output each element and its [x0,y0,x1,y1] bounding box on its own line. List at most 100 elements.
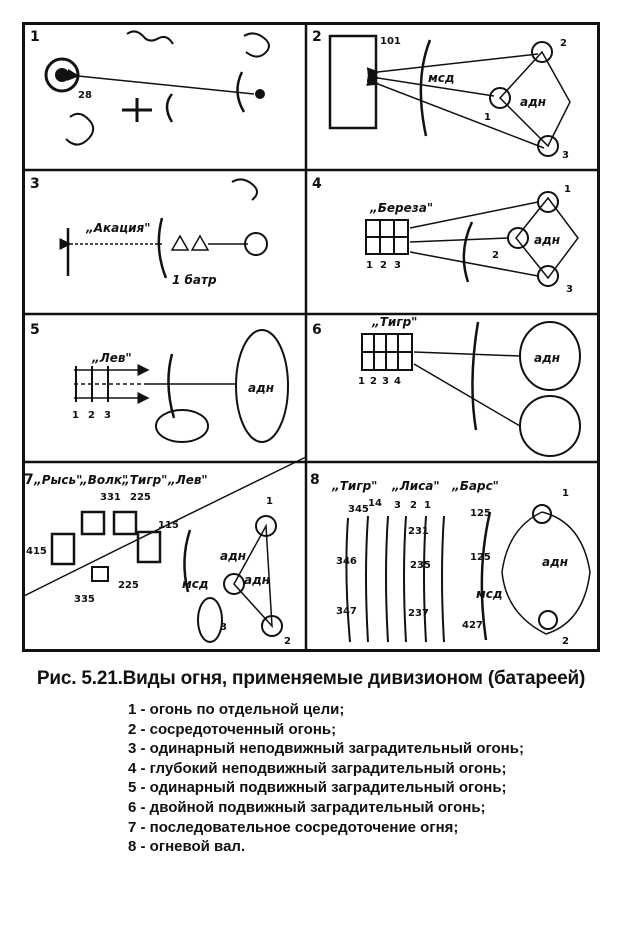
fire-line [366,53,539,80]
panel-5: 5 „Лев" 1 2 3 адн [30,322,289,443]
battery-icon [537,265,559,287]
panel-number: 1 [30,29,40,45]
battery-number: 2 [560,38,567,49]
line-number: 235 [410,560,431,571]
panel-7: 7 „Рысь" „Волк" „Тигр" „Лев" 331 225 115… [22,456,307,647]
line-number: 427 [462,620,483,631]
panel-number: 8 [310,472,320,488]
barrage-label: „Лев" [91,351,132,365]
battery-number: 2 [562,636,569,647]
legend-item: 1 - огонь по отдельной цели; [128,701,345,718]
target-label: „Тигр" [121,473,167,487]
fire-line [66,68,255,95]
panel-number: 6 [312,322,322,338]
battery-number: 3 [566,284,573,295]
line-number: 4 [394,376,401,387]
target-area [50,532,76,566]
battery-icon [170,234,190,251]
line-number: 2 [380,260,387,271]
panel-grid [22,22,600,652]
line-number: 347 [336,606,357,617]
target-area [91,566,109,582]
battery-icon [261,615,283,637]
battery-number: 3 [562,150,569,161]
battery-number: 1 [564,184,571,195]
target-number: 415 [26,546,47,557]
barrage-label: „Береза" [369,201,433,215]
target-label: „Волк" [79,473,128,487]
panel-8: 8 „Тигр" „Лиса" „Барс" 345 14 3 2 1 125 … [310,472,591,647]
terrain-contour [65,112,95,146]
battalion-area [515,196,579,280]
front-line [157,217,168,279]
panel-3: 3 „Акация" 1 батр [30,176,268,287]
target-area [112,510,138,536]
line-number: 14 [368,498,382,509]
line-number: 3 [394,260,401,271]
line-number: 1 [424,500,431,511]
battery-number: 1 [266,496,273,507]
line-number: 3 [104,410,111,421]
target-number: 225 [118,580,139,591]
line-number: 237 [408,608,429,619]
battalion-label: адн [248,381,274,395]
front-line [183,529,192,593]
battery-icon [537,135,559,157]
legend-item: 4 - глубокий неподвижный заградительный … [128,759,507,777]
battery-icon [244,232,268,256]
line-number: 231 [408,526,429,537]
battalion-area [235,329,289,443]
battalion-label: адн [534,351,560,365]
line-number: 3 [394,500,401,511]
line-number: 1 [366,260,373,271]
line-number: 2 [370,376,377,387]
battery-number: 2 [492,250,499,261]
terrain-contour [231,178,258,201]
line-number: 2 [410,500,417,511]
front-line [419,39,432,137]
front-line [471,321,480,431]
battery-icon [489,87,511,109]
target-area [80,510,106,536]
battalion-label: адн [542,555,568,569]
battery-icon [531,41,553,63]
barrage-label: „Тигр" [371,315,417,329]
target-label: „Барс" [451,479,499,493]
panel-number: 3 [30,176,40,192]
battalion-area [519,395,581,457]
battery-icon [255,515,277,537]
battalion-area [501,511,591,635]
legend-item: 7 - последовательное сосредоточение огня… [128,818,459,836]
legend-list: 1 - огонь по отдельной цели; 2 - сосредо… [128,700,588,857]
legend-item: 5 - одинарный подвижный заградительный о… [128,779,507,797]
figure-diagram: 1 28 2 101 мсд адн 1 2 3 3 „Акация" [22,22,600,652]
unit-label: мсд [182,577,209,591]
battery-icon [223,573,245,595]
front-line [165,93,174,123]
unit-icon [122,98,152,122]
target-label: „Лиса" [391,479,440,493]
target-number: 101 [380,36,401,47]
battery-number: 2 [284,636,291,647]
line-number: 2 [88,410,95,421]
panel-1: 1 28 [30,29,270,146]
battalion-label: адн [520,95,546,109]
line-number: 125 [470,508,491,519]
target-label: „Лев" [167,473,208,487]
unit-label: мсд [428,71,455,85]
front-line [167,353,176,419]
target-label: „Рысь" [33,473,82,487]
battery-icon [532,504,552,524]
line-number: 345 [348,504,369,515]
panel-number: 4 [312,176,322,192]
front-line [480,511,492,641]
terrain-contour [126,30,174,45]
barrage-label: „Акация" [85,221,151,235]
legend-item: 3 - одинарный неподвижный заградительный… [128,740,524,758]
battalion-label: адн [534,233,560,247]
legend-item: 8 - огневой вал. [128,838,246,856]
boundary-line [22,456,307,598]
line-number: 1 [358,376,365,387]
legend-item: 2 - сосредоточенный огонь; [128,720,337,738]
target-area [328,34,378,130]
